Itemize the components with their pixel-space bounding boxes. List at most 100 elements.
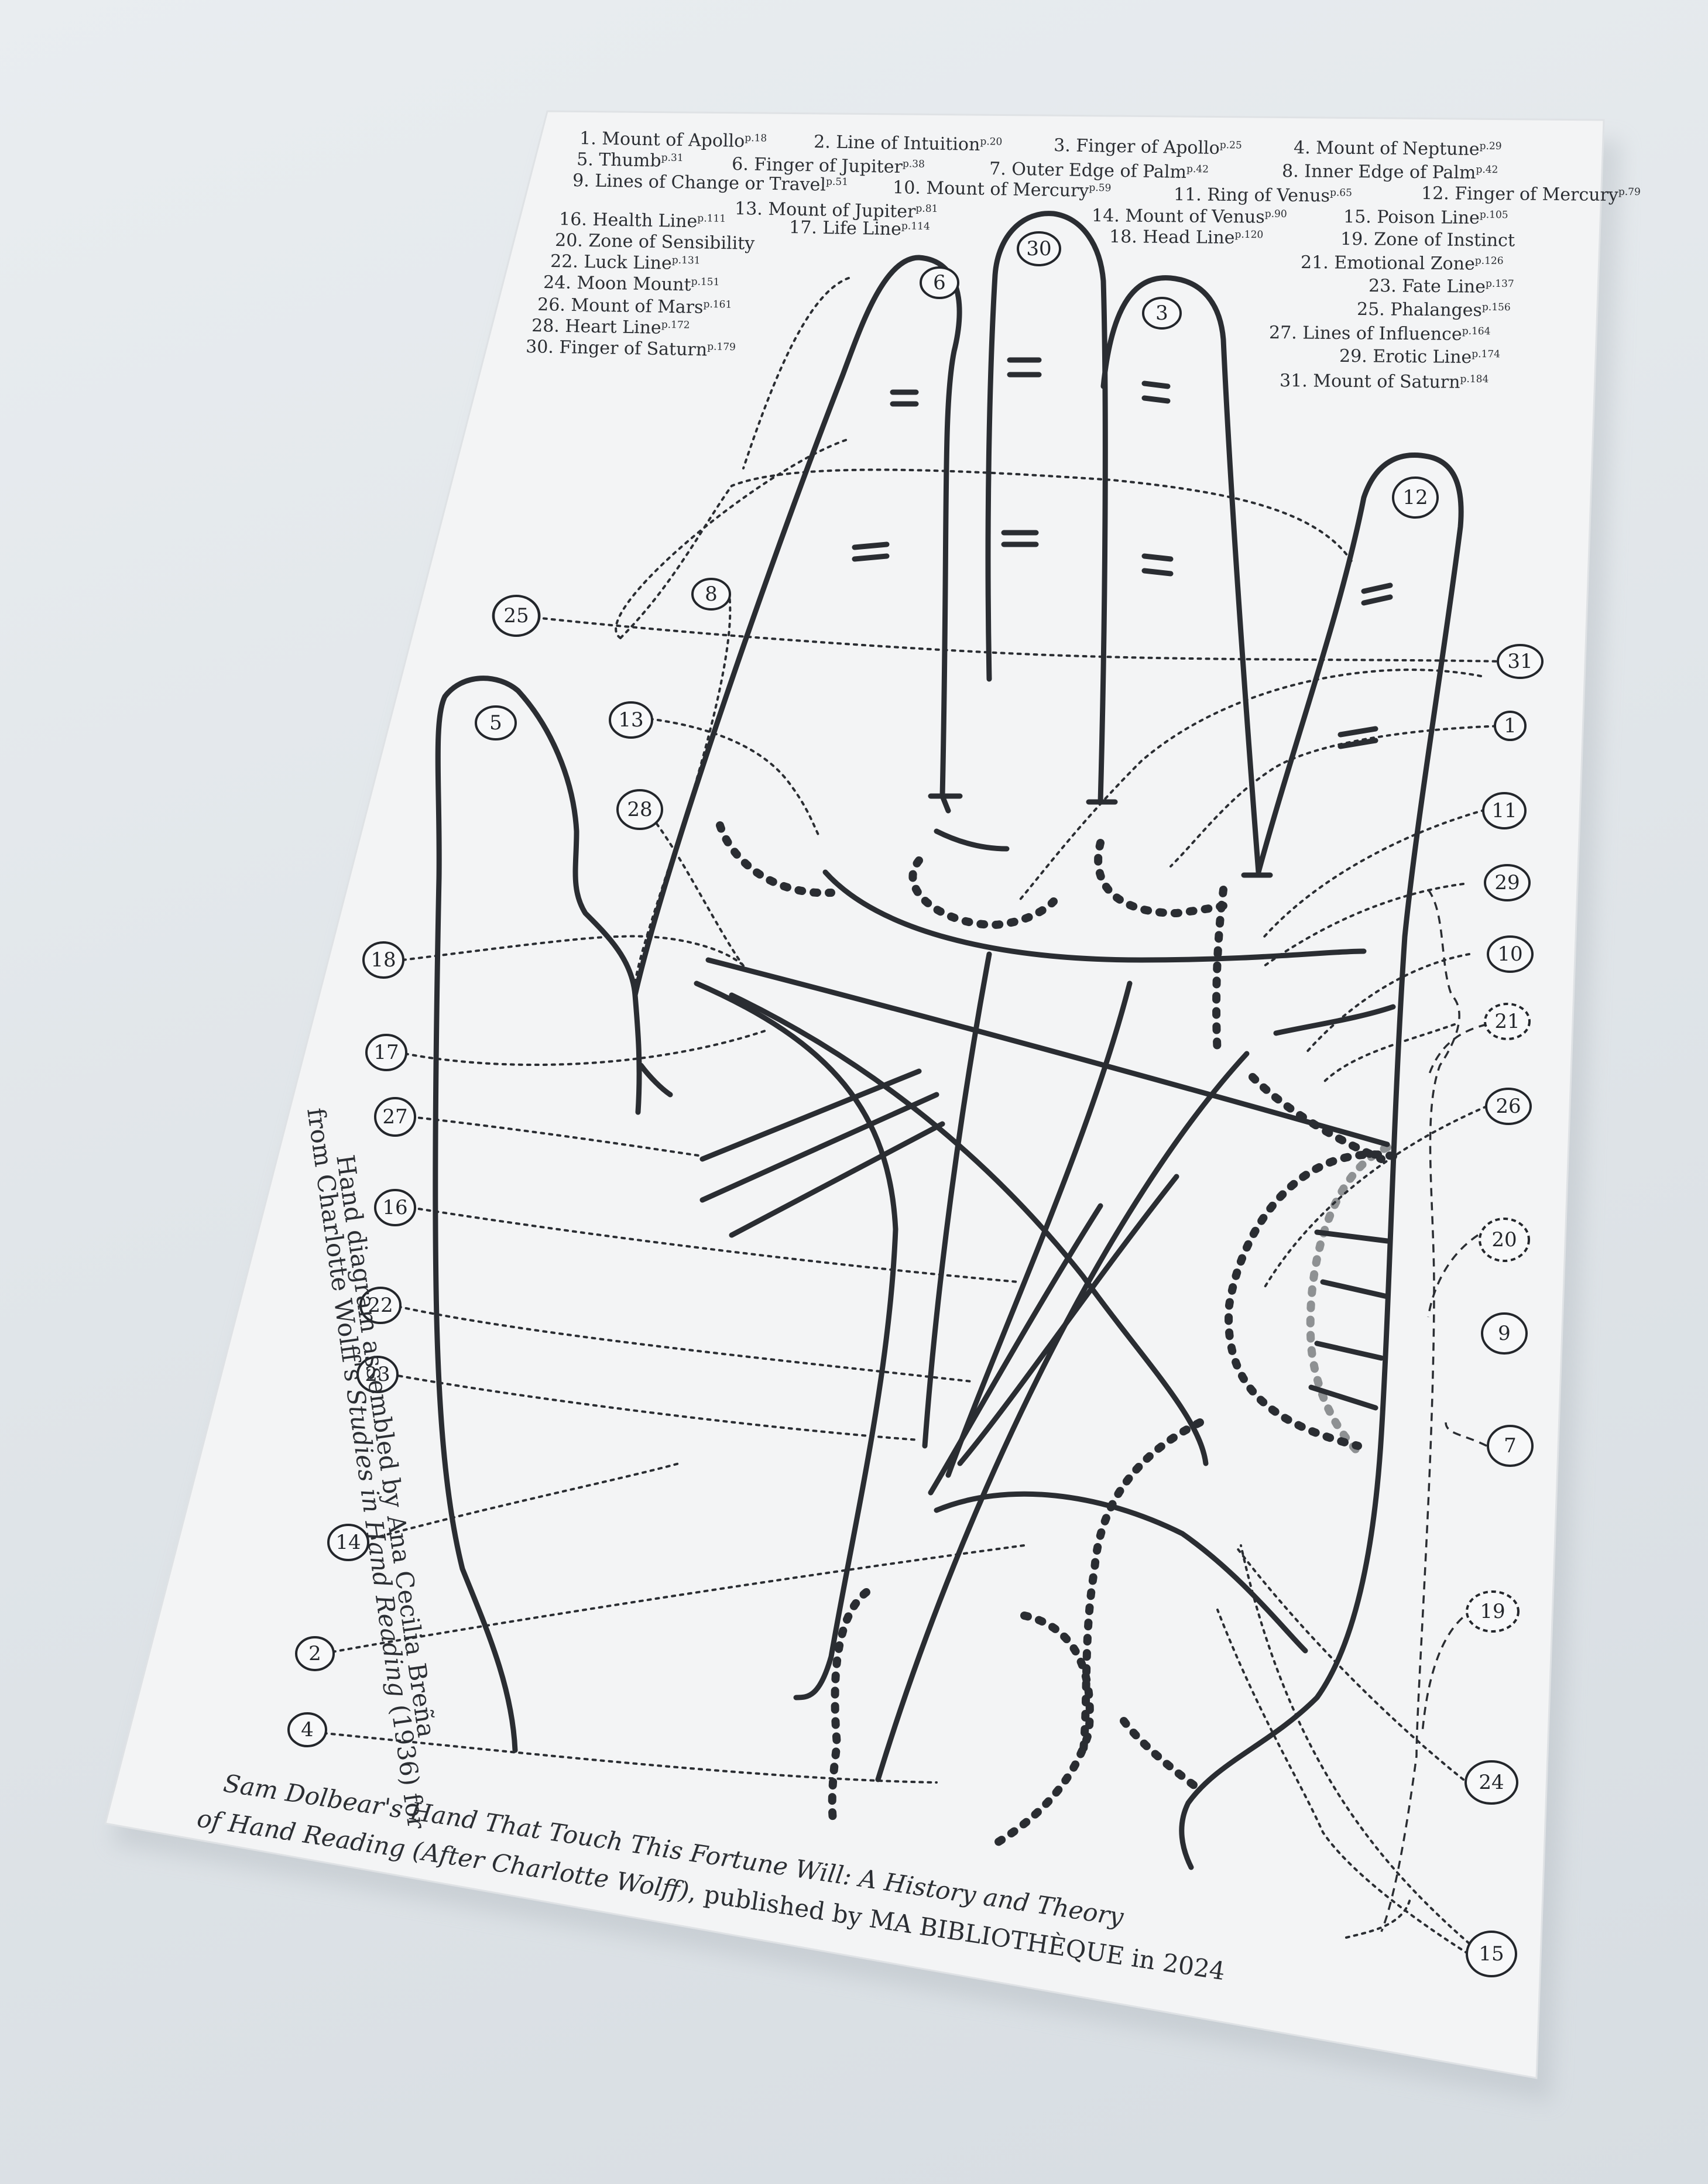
svg-text:24. Moon Mountp.151: 24. Moon Mountp.151 xyxy=(543,272,720,296)
svg-text:2. Line of Intuitionp.20: 2. Line of Intuitionp.20 xyxy=(814,132,1003,156)
svg-text:9. Lines of Change or Travelp.: 9. Lines of Change or Travelp.51 xyxy=(572,170,848,196)
svg-text:16: 16 xyxy=(382,1196,407,1219)
legend: 1. Mount of Apollop.18 2. Line of Intuit… xyxy=(526,128,1641,393)
svg-text:5: 5 xyxy=(489,711,502,735)
svg-text:19. Zone of Instinct: 19. Zone of Instinct xyxy=(1340,229,1515,251)
marker-25: 25 xyxy=(492,595,541,637)
svg-text:2: 2 xyxy=(308,1642,321,1665)
svg-text:10: 10 xyxy=(1497,942,1522,966)
marker-17: 17 xyxy=(365,1034,407,1071)
svg-text:29. Erotic Linep.174: 29. Erotic Linep.174 xyxy=(1339,346,1500,368)
svg-text:31. Mount of Saturnp.184: 31. Mount of Saturnp.184 xyxy=(1280,371,1489,393)
marker-22: 22 xyxy=(359,1287,402,1324)
svg-text:25. Phalangesp.156: 25. Phalangesp.156 xyxy=(1357,299,1511,321)
svg-text:27: 27 xyxy=(382,1105,407,1129)
marker-18: 18 xyxy=(362,941,404,979)
svg-text:3: 3 xyxy=(1155,301,1168,325)
svg-text:22: 22 xyxy=(368,1294,393,1317)
mount-arcs xyxy=(716,821,1397,1848)
svg-text:16. Health Linep.111: 16. Health Linep.111 xyxy=(559,209,726,232)
marker-3: 3 xyxy=(1142,297,1182,330)
marker-23: 23 xyxy=(356,1356,399,1393)
marker-8: 8 xyxy=(691,578,731,611)
marker-7: 7 xyxy=(1487,1425,1534,1467)
svg-text:14. Mount of Venusp.90: 14. Mount of Venusp.90 xyxy=(1092,205,1287,228)
svg-text:21. Emotional Zonep.126: 21. Emotional Zonep.126 xyxy=(1301,252,1504,275)
marker-26: 26 xyxy=(1485,1088,1532,1125)
svg-text:13. Mount of Jupiterp.81: 13. Mount of Jupiterp.81 xyxy=(735,198,938,222)
marker-6: 6 xyxy=(920,266,959,299)
svg-text:15: 15 xyxy=(1479,1942,1504,1966)
svg-text:4: 4 xyxy=(301,1718,314,1741)
marker-5: 5 xyxy=(475,705,517,740)
marker-24: 24 xyxy=(1465,1760,1518,1805)
marker-13: 13 xyxy=(609,701,653,739)
svg-text:30. Finger of Saturnp.179: 30. Finger of Saturnp.179 xyxy=(526,337,736,361)
svg-text:12. Finger of Mercuryp.79: 12. Finger of Mercuryp.79 xyxy=(1421,183,1641,205)
svg-text:15. Poison Linep.105: 15. Poison Linep.105 xyxy=(1343,207,1508,228)
svg-text:10. Mount of Mercuryp.59: 10. Mount of Mercuryp.59 xyxy=(893,177,1112,202)
svg-text:7: 7 xyxy=(1504,1434,1517,1458)
marker-10: 10 xyxy=(1487,935,1534,973)
svg-text:19: 19 xyxy=(1480,1600,1505,1623)
marker-21: 21 xyxy=(1484,1003,1531,1040)
marker-27: 27 xyxy=(374,1097,416,1137)
svg-text:1. Mount of Apollop.18: 1. Mount of Apollop.18 xyxy=(579,128,767,152)
svg-text:31: 31 xyxy=(1507,650,1532,673)
svg-text:26. Mount of Marsp.161: 26. Mount of Marsp.161 xyxy=(537,294,732,318)
svg-text:30: 30 xyxy=(1026,237,1051,260)
marker-12: 12 xyxy=(1392,476,1439,519)
marker-29: 29 xyxy=(1484,864,1531,901)
marker-11: 11 xyxy=(1482,792,1527,829)
svg-text:18. Head Linep.120: 18. Head Linep.120 xyxy=(1109,227,1263,248)
svg-text:17: 17 xyxy=(373,1041,399,1064)
svg-text:13: 13 xyxy=(618,708,643,732)
marker-2: 2 xyxy=(295,1636,335,1671)
phalange-marks xyxy=(852,357,1393,749)
svg-text:27. Lines of Influencep.164: 27. Lines of Influencep.164 xyxy=(1269,323,1491,345)
svg-text:20. Zone of Sensibility: 20. Zone of Sensibility xyxy=(555,230,755,254)
svg-text:23: 23 xyxy=(365,1363,390,1386)
marker-9: 9 xyxy=(1481,1312,1528,1355)
svg-text:26: 26 xyxy=(1496,1095,1521,1118)
svg-text:17. Life Linep.114: 17. Life Linep.114 xyxy=(789,217,930,240)
thumb-web-line xyxy=(632,992,673,1115)
svg-text:23. Fate Linep.137: 23. Fate Linep.137 xyxy=(1369,276,1514,297)
svg-text:12: 12 xyxy=(1402,486,1428,509)
marker-31: 31 xyxy=(1497,644,1544,679)
svg-text:29: 29 xyxy=(1494,871,1520,894)
svg-text:3. Finger of Apollop.25: 3. Finger of Apollop.25 xyxy=(1054,135,1242,159)
marker-30: 30 xyxy=(1017,231,1061,266)
svg-text:28. Heart Linep.172: 28. Heart Linep.172 xyxy=(531,316,690,339)
marker-14: 14 xyxy=(327,1524,369,1561)
svg-text:6. Finger of Jupiterp.38: 6. Finger of Jupiterp.38 xyxy=(732,154,925,178)
svg-text:7. Outer Edge of Palmp.42: 7. Outer Edge of Palmp.42 xyxy=(989,159,1209,183)
svg-text:22. Luck Linep.131: 22. Luck Linep.131 xyxy=(550,251,701,274)
marker-4: 4 xyxy=(287,1712,327,1747)
svg-text:28: 28 xyxy=(627,798,652,821)
svg-text:4. Mount of Neptunep.29: 4. Mount of Neptunep.29 xyxy=(1294,138,1502,160)
svg-text:24: 24 xyxy=(1479,1771,1504,1794)
svg-text:11. Ring of Venusp.65: 11. Ring of Venusp.65 xyxy=(1174,184,1352,207)
svg-text:8: 8 xyxy=(705,582,718,606)
marker-19: 19 xyxy=(1466,1590,1520,1633)
svg-text:18: 18 xyxy=(371,948,396,972)
marker-16: 16 xyxy=(374,1189,416,1226)
marker-20: 20 xyxy=(1479,1218,1530,1262)
marker-15: 15 xyxy=(1466,1931,1517,1977)
svg-text:8. Inner Edge of Palmp.42: 8. Inner Edge of Palmp.42 xyxy=(1282,161,1498,183)
svg-text:5. Thumbp.31: 5. Thumbp.31 xyxy=(577,149,684,172)
marker-1: 1 xyxy=(1494,711,1527,741)
svg-text:14: 14 xyxy=(335,1531,361,1554)
pointer-lines xyxy=(306,277,1505,1959)
svg-text:21: 21 xyxy=(1494,1010,1520,1033)
svg-text:20: 20 xyxy=(1491,1228,1517,1252)
svg-text:11: 11 xyxy=(1491,799,1517,822)
markers: 25 8 6 30 3 12 5 13 28 18 17 27 16 22 23… xyxy=(287,231,1544,1977)
svg-text:1: 1 xyxy=(1504,714,1517,738)
svg-text:9: 9 xyxy=(1498,1322,1511,1345)
svg-text:25: 25 xyxy=(503,604,529,628)
palm-lines xyxy=(694,828,1396,1782)
svg-text:6: 6 xyxy=(933,271,946,294)
